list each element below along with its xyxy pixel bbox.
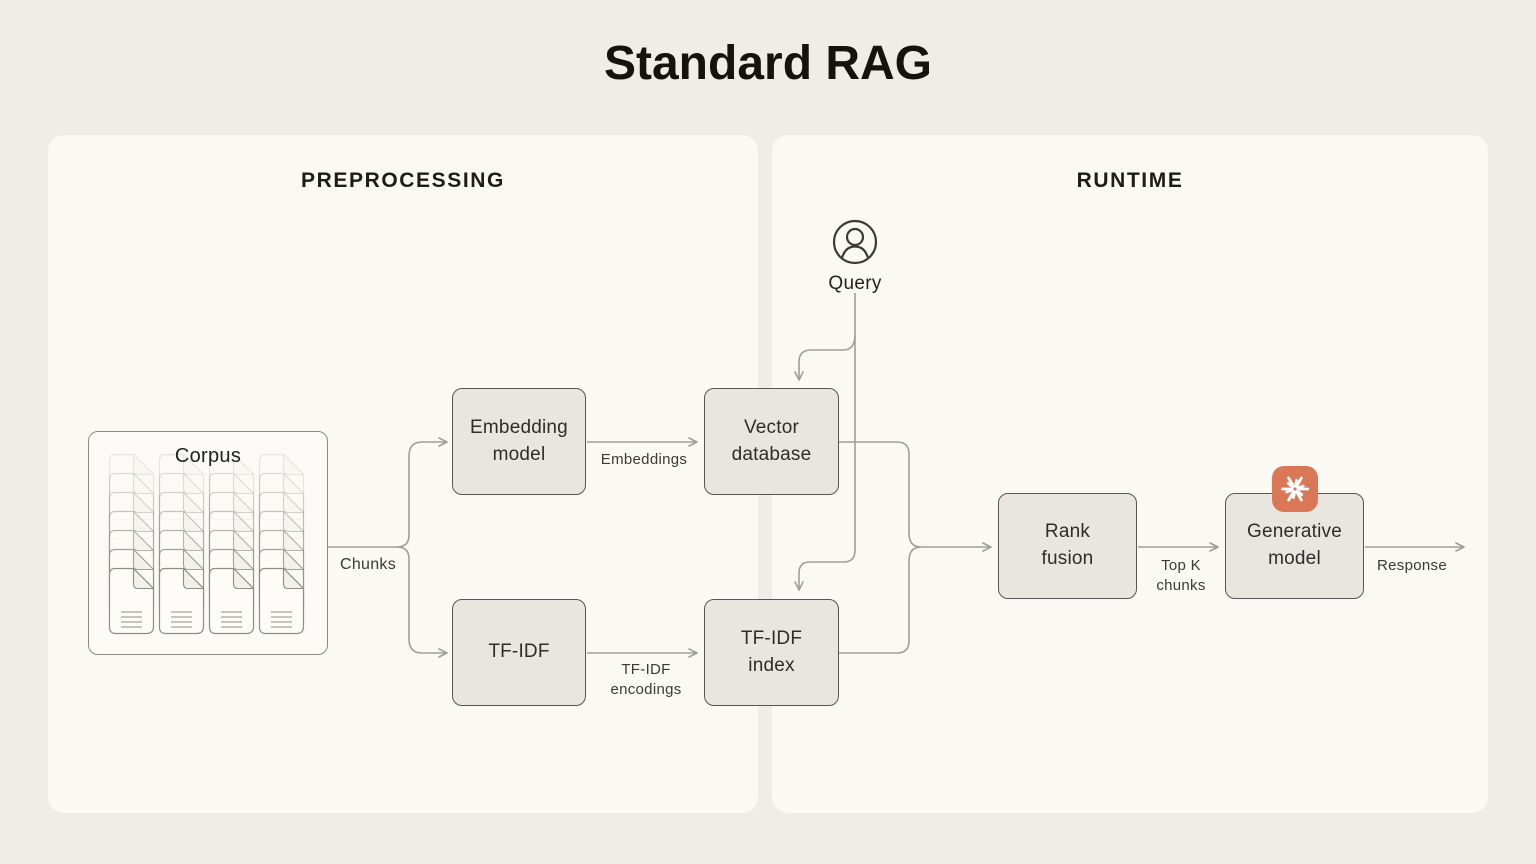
query-node: Query xyxy=(810,219,900,295)
document-icon xyxy=(158,567,205,635)
document-stack xyxy=(108,453,155,637)
response-edge-label: Response xyxy=(1377,557,1447,574)
query-label: Query xyxy=(828,273,882,294)
tfidf-node: TF-IDF xyxy=(452,599,586,706)
chunks-edge-label: Chunks xyxy=(339,556,397,573)
vector-database-label: Vector database xyxy=(731,416,812,465)
tfidf-label: TF-IDF xyxy=(488,641,550,663)
preprocessing-header: PREPROCESSING xyxy=(300,169,505,192)
embedding-model-node: Embedding model xyxy=(452,388,586,495)
generative-model-badge xyxy=(1272,466,1318,512)
top-k-chunks-edge-label: Top K chunks xyxy=(1156,557,1206,594)
document-icon xyxy=(208,567,255,635)
vector-database-node: Vector database xyxy=(704,388,839,495)
rank-fusion-label: Rank fusion xyxy=(1041,521,1094,569)
document-stack xyxy=(158,453,205,637)
document-icon xyxy=(108,453,155,521)
tfidf-encodings-edge-label: TF-IDF encodings xyxy=(610,661,682,698)
generative-model-label: Generative model xyxy=(1247,521,1342,569)
tfidf-index-node: TF-IDF index xyxy=(704,599,839,706)
user-icon xyxy=(832,219,878,265)
embeddings-edge-label: Embeddings xyxy=(600,451,688,468)
document-stack xyxy=(258,453,305,637)
document-icon xyxy=(108,567,155,635)
embedding-model-label: Embedding model xyxy=(470,416,568,465)
rank-fusion-node: Rank fusion xyxy=(998,493,1137,599)
corpus-label: Corpus xyxy=(174,445,242,467)
claude-spark-icon xyxy=(1280,476,1310,502)
corpus-node: Corpus xyxy=(88,431,328,655)
runtime-header: RUNTIME xyxy=(1076,169,1184,192)
corpus-doc-grid xyxy=(108,453,305,637)
tfidf-index-label: TF-IDF index xyxy=(740,627,803,676)
page-title: Standard RAG xyxy=(603,37,933,90)
document-stack xyxy=(208,453,255,637)
document-icon xyxy=(258,567,305,635)
document-icon xyxy=(208,453,255,521)
